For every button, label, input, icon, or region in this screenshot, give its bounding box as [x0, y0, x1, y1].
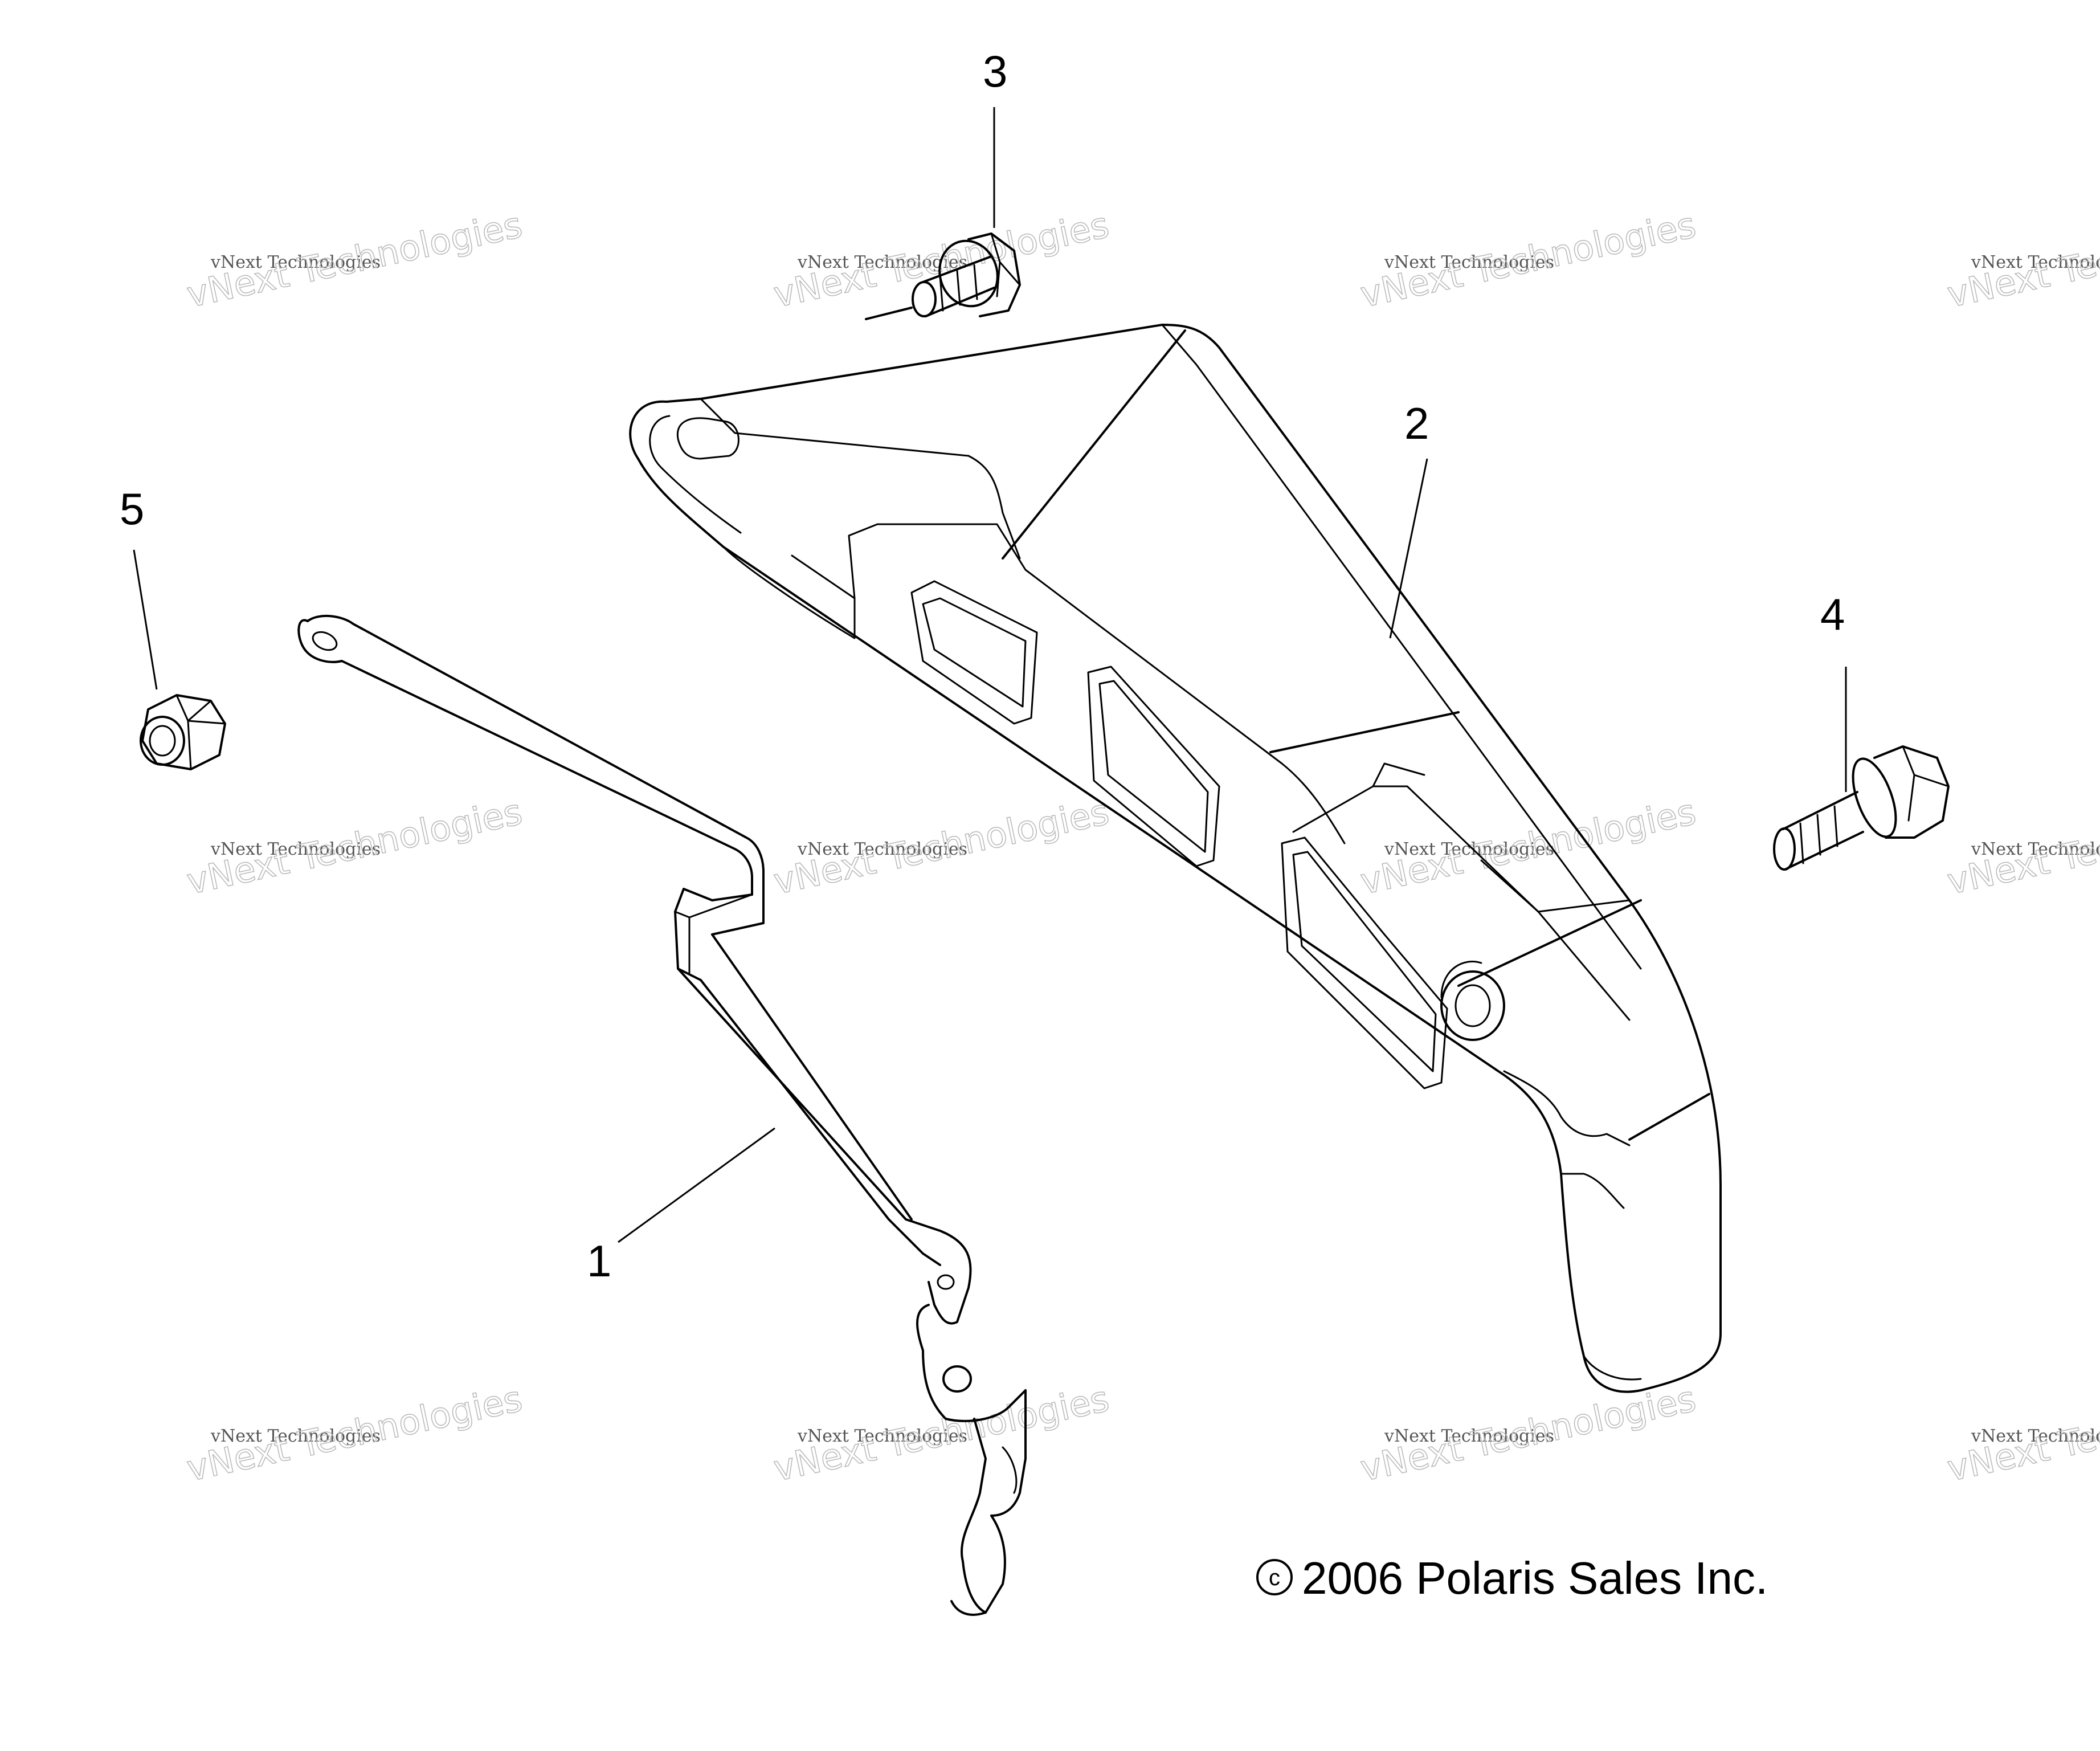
svg-text:vNext Technologies: vNext Technologies	[1971, 1426, 2100, 1446]
watermark-12: vNext Technologies vNext Technologies	[1943, 1377, 2100, 1490]
watermark-5: vNext Technologies vNext Technologies	[183, 790, 526, 903]
callout-labels: 3 2 4 5 1	[120, 46, 1845, 1286]
svg-text:vNext Technologies: vNext Technologies	[1971, 839, 2100, 859]
svg-text:vNext Technologies: vNext Technologies	[1384, 1426, 1554, 1446]
svg-text:vNext Technologies: vNext Technologies	[210, 252, 381, 272]
part-rod	[297, 614, 1027, 1616]
watermark-7: vNext Technologies vNext Technologies	[1357, 790, 1700, 903]
watermark-11: vNext Technologies vNext Technologies	[1357, 1377, 1700, 1490]
part-bolt-right	[1773, 745, 1950, 871]
watermark-4: vNext Technologies vNext Technologies	[1943, 203, 2100, 316]
svg-text:vNext Technologies: vNext Technologies	[1944, 791, 2100, 903]
watermark-6: vNext Technologies vNext Technologies	[770, 790, 1113, 903]
copyright-notice: c 2006 Polaris Sales Inc.	[1256, 1553, 1768, 1603]
copyright-text: 2006 Polaris Sales Inc.	[1302, 1553, 1768, 1603]
svg-text:vNext Technologies: vNext Technologies	[1384, 839, 1554, 859]
callout-3: 3	[983, 46, 1007, 96]
leader-2	[1389, 458, 1428, 639]
callout-4: 4	[1820, 589, 1845, 639]
part-bolt-top	[865, 232, 1021, 320]
copyright-circle-icon	[1256, 1559, 1293, 1595]
part-guard-bracket	[629, 324, 1722, 1393]
svg-text:vNext Technologies: vNext Technologies	[797, 1426, 967, 1446]
watermark-10: vNext Technologies vNext Technologies	[770, 1377, 1113, 1490]
svg-text:vNext Technologies: vNext Technologies	[1944, 1378, 2100, 1489]
leader-lines	[133, 107, 1847, 1243]
copyright-symbol: c	[1269, 1565, 1280, 1590]
leader-5	[133, 549, 158, 690]
svg-text:vNext Technologies: vNext Technologies	[210, 1426, 381, 1446]
watermark-3: vNext Technologies vNext Technologies	[1357, 203, 1700, 316]
svg-text:vNext Technologies: vNext Technologies	[1971, 252, 2100, 272]
callout-2: 2	[1404, 398, 1429, 448]
callout-5: 5	[120, 484, 144, 534]
watermark-9: vNext Technologies vNext Technologies	[183, 1377, 526, 1490]
svg-text:vNext Technologies: vNext Technologies	[1384, 252, 1554, 272]
svg-text:vNext Technologies: vNext Technologies	[210, 839, 381, 859]
svg-text:vNext Technologies: vNext Technologies	[1944, 204, 2100, 316]
leader-1	[618, 1127, 775, 1243]
watermark-tiles: vNext Technologies vNext Technologies vN…	[183, 203, 2100, 1490]
part-nut	[140, 694, 226, 770]
svg-text:vNext Technologies: vNext Technologies	[797, 839, 967, 859]
watermark-1: vNext Technologies vNext Technologies	[183, 203, 526, 316]
callout-1: 1	[587, 1236, 611, 1286]
watermark-8: vNext Technologies vNext Technologies	[1943, 790, 2100, 903]
